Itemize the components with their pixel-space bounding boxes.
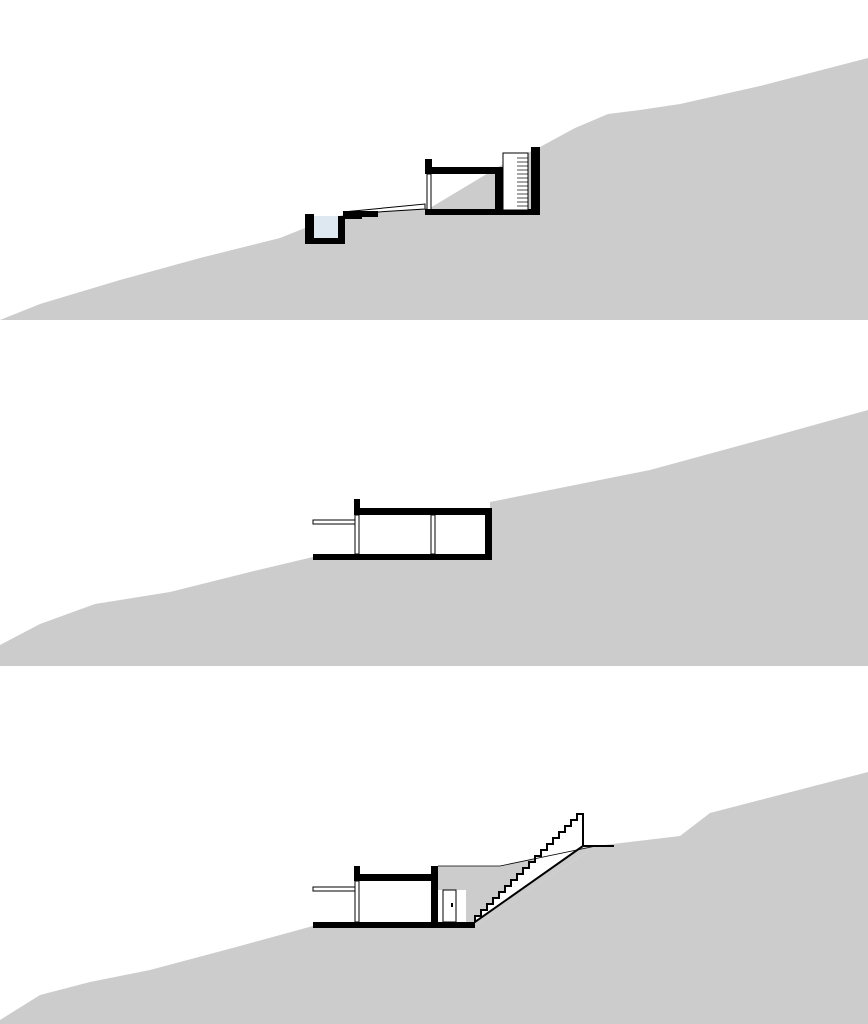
pool-water bbox=[310, 216, 340, 240]
floor-slab bbox=[425, 209, 540, 215]
terrain-3 bbox=[0, 772, 868, 1024]
house-1 bbox=[425, 147, 540, 215]
stair-profile bbox=[474, 813, 584, 924]
door-handle bbox=[451, 903, 453, 907]
stair-treads bbox=[517, 157, 528, 207]
door bbox=[442, 889, 457, 923]
roof-upstand bbox=[354, 866, 360, 880]
partition bbox=[430, 514, 436, 555]
terrain-slope bbox=[499, 845, 597, 867]
rear-wall bbox=[495, 167, 503, 214]
terrain-1 bbox=[0, 58, 868, 320]
floor-slab bbox=[313, 554, 492, 560]
canopy bbox=[312, 886, 356, 892]
rear-wall bbox=[485, 508, 492, 560]
section-1 bbox=[0, 58, 868, 320]
roof-slab bbox=[354, 874, 438, 881]
roof-slab bbox=[354, 508, 492, 515]
pool-shell bbox=[305, 214, 345, 244]
floor-slab bbox=[313, 922, 475, 928]
glazing bbox=[354, 514, 360, 555]
stair-block bbox=[502, 152, 529, 211]
roof-upstand bbox=[354, 499, 360, 513]
entry-stair-3 bbox=[438, 813, 614, 924]
canopy bbox=[312, 519, 356, 525]
section-3 bbox=[0, 772, 868, 1024]
roof-slab bbox=[425, 167, 497, 174]
terrain-2 bbox=[0, 410, 868, 666]
pool-terrace-1 bbox=[305, 203, 426, 244]
retaining-wall bbox=[531, 147, 540, 214]
section-2 bbox=[0, 410, 868, 666]
glazing bbox=[354, 880, 360, 923]
house-2 bbox=[312, 499, 492, 560]
house-3 bbox=[312, 866, 475, 928]
glazing bbox=[426, 173, 432, 211]
terrace-steps bbox=[343, 211, 378, 219]
roof-upstand bbox=[425, 159, 432, 173]
rear-wall bbox=[431, 866, 438, 926]
